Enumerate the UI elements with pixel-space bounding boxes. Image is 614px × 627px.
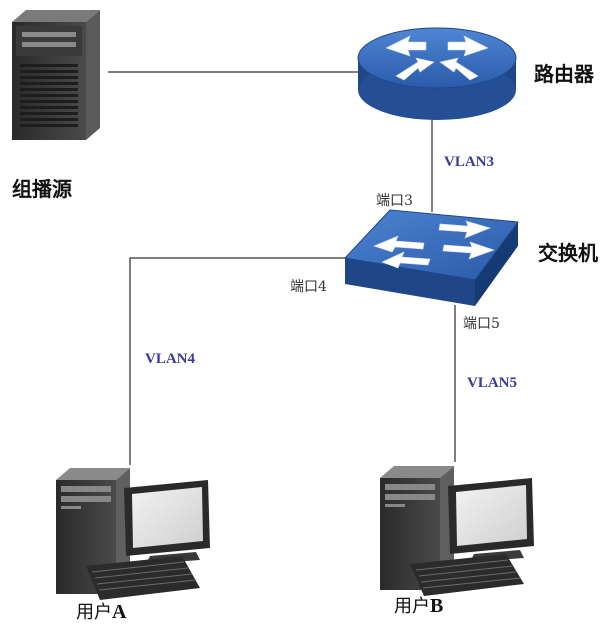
port3-label: 端口3: [376, 193, 413, 209]
user-a-letter: A: [112, 601, 127, 623]
user-b-letter: B: [430, 595, 443, 617]
multicast-source-label: 组播源: [12, 177, 72, 201]
vlan3-label: VLAN3: [444, 154, 494, 170]
vlan4-label: VLAN4: [145, 351, 196, 367]
switch-label: 交换机: [538, 241, 598, 265]
user-b-label: 用户B: [394, 595, 443, 617]
user-b-computer-icon: [380, 466, 534, 596]
port4-label: 端口4: [290, 279, 327, 295]
user-b-prefix: 用户: [394, 596, 430, 617]
links: [108, 71, 456, 465]
user-a-label: 用户A: [76, 601, 127, 623]
multicast-source-server-icon: [12, 10, 100, 140]
router-label: 路由器: [534, 62, 595, 86]
user-a-computer-icon: [56, 468, 210, 600]
router-icon: [357, 27, 517, 120]
vlan5-label: VLAN5: [467, 375, 517, 391]
port5-label: 端口5: [463, 316, 500, 332]
user-a-prefix: 用户: [76, 602, 112, 623]
link-switch-user-a: [129, 257, 345, 465]
switch-icon: [343, 209, 519, 306]
